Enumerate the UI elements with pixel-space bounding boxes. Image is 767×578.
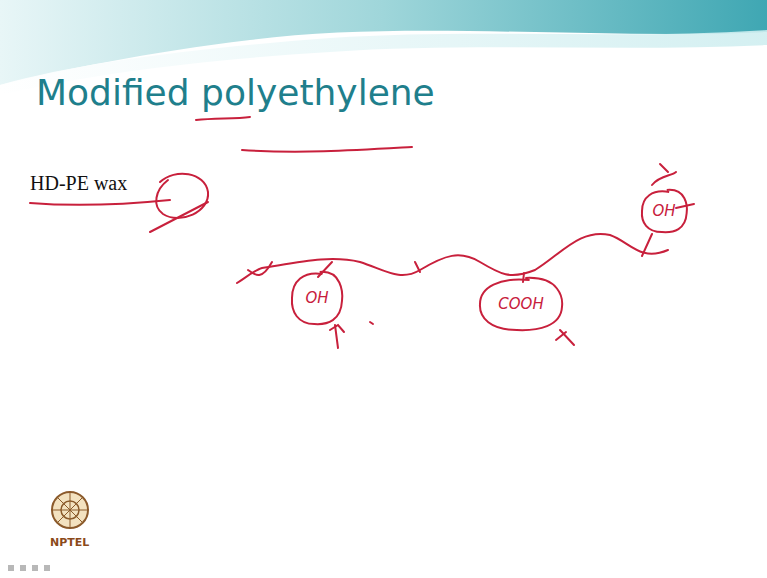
group-circle: OH bbox=[640, 188, 689, 234]
group-circle: COOH bbox=[478, 276, 564, 332]
circle-stroke bbox=[642, 190, 687, 232]
slide-title: Modified polyethylene bbox=[36, 72, 435, 113]
nptel-logo bbox=[52, 492, 88, 528]
group-label: OH bbox=[652, 202, 675, 220]
annotation-strokes bbox=[30, 117, 694, 348]
logo-text: NPTEL bbox=[50, 536, 89, 549]
subheading: HD-PE wax bbox=[30, 172, 127, 195]
group-circle: OH bbox=[290, 270, 344, 326]
group-label: OH bbox=[305, 289, 328, 307]
toolbar-icons bbox=[8, 565, 50, 571]
group-label: COOH bbox=[498, 295, 543, 313]
circle-stroke bbox=[292, 272, 342, 324]
circle-stroke bbox=[480, 278, 562, 330]
